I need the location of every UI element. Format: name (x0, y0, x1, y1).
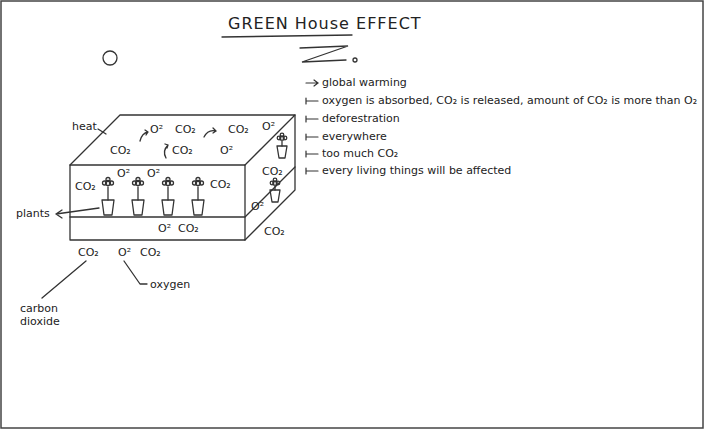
carbon-dioxide-leader (42, 261, 86, 298)
gas-label: CO₂ (264, 225, 285, 238)
gas-label: CO₂ (110, 144, 131, 157)
plant (102, 178, 114, 216)
gas-label: O² (220, 144, 233, 157)
title-underline (222, 35, 352, 37)
title: GREEN House EFFECT (228, 14, 422, 33)
note-text: oxygen is absorbed, CO₂ is released, amo… (322, 94, 697, 107)
gas-label: CO₂ (178, 222, 199, 235)
note-text: everywhere (322, 130, 387, 143)
shelf (70, 167, 295, 217)
note-arrows (306, 80, 318, 174)
gas-label: CO₂ (140, 246, 161, 259)
greenhouse (42, 51, 295, 298)
note-text: every living things will be affected (322, 164, 511, 177)
gas-label: CO₂ (78, 246, 99, 259)
gas-label: O² (158, 222, 171, 235)
zigzag (300, 46, 348, 62)
gas-label: O² (251, 200, 264, 213)
plant (277, 133, 287, 158)
note-text: global warming (322, 76, 407, 89)
title-marks (222, 35, 357, 62)
note-hook (306, 168, 318, 174)
rising-arrow (164, 144, 168, 158)
dot (353, 58, 357, 62)
note-hook (306, 98, 318, 104)
right-face (245, 115, 295, 240)
top-face (70, 115, 295, 165)
note-arrow (306, 80, 318, 86)
plants-label: plants (16, 207, 50, 220)
gas-label: O² (262, 120, 275, 133)
plant (162, 178, 174, 216)
sun-mark (103, 51, 117, 65)
heat-leader (98, 129, 106, 134)
front-face (70, 165, 245, 240)
plant (132, 178, 144, 216)
carbon-dioxide-label: carbon dioxide (20, 302, 72, 328)
note-hook (306, 116, 318, 122)
gas-label: CO₂ (175, 123, 196, 136)
gas-label: O² (117, 167, 130, 180)
plant (192, 178, 204, 216)
gas-label: CO₂ (228, 123, 249, 136)
rising-arrow (140, 130, 148, 141)
gas-label: CO₂ (172, 144, 193, 157)
gas-label: CO₂ (75, 180, 96, 193)
gas-label: CO₂ (262, 165, 283, 178)
heat-label: heat (72, 120, 97, 133)
oxygen-label: oxygen (150, 278, 190, 291)
plants-leader (56, 208, 99, 218)
oxygen-leader (124, 261, 147, 284)
gas-label: O² (118, 246, 131, 259)
note-text: deforestration (322, 112, 400, 125)
rising-arrow (204, 128, 216, 137)
note-hook (306, 134, 318, 140)
gas-label: O² (147, 167, 160, 180)
gas-label: CO₂ (210, 178, 231, 191)
note-text: too much CO₂ (322, 147, 398, 160)
gas-label: O² (150, 123, 163, 136)
plant (270, 178, 280, 202)
note-hook (306, 151, 318, 157)
